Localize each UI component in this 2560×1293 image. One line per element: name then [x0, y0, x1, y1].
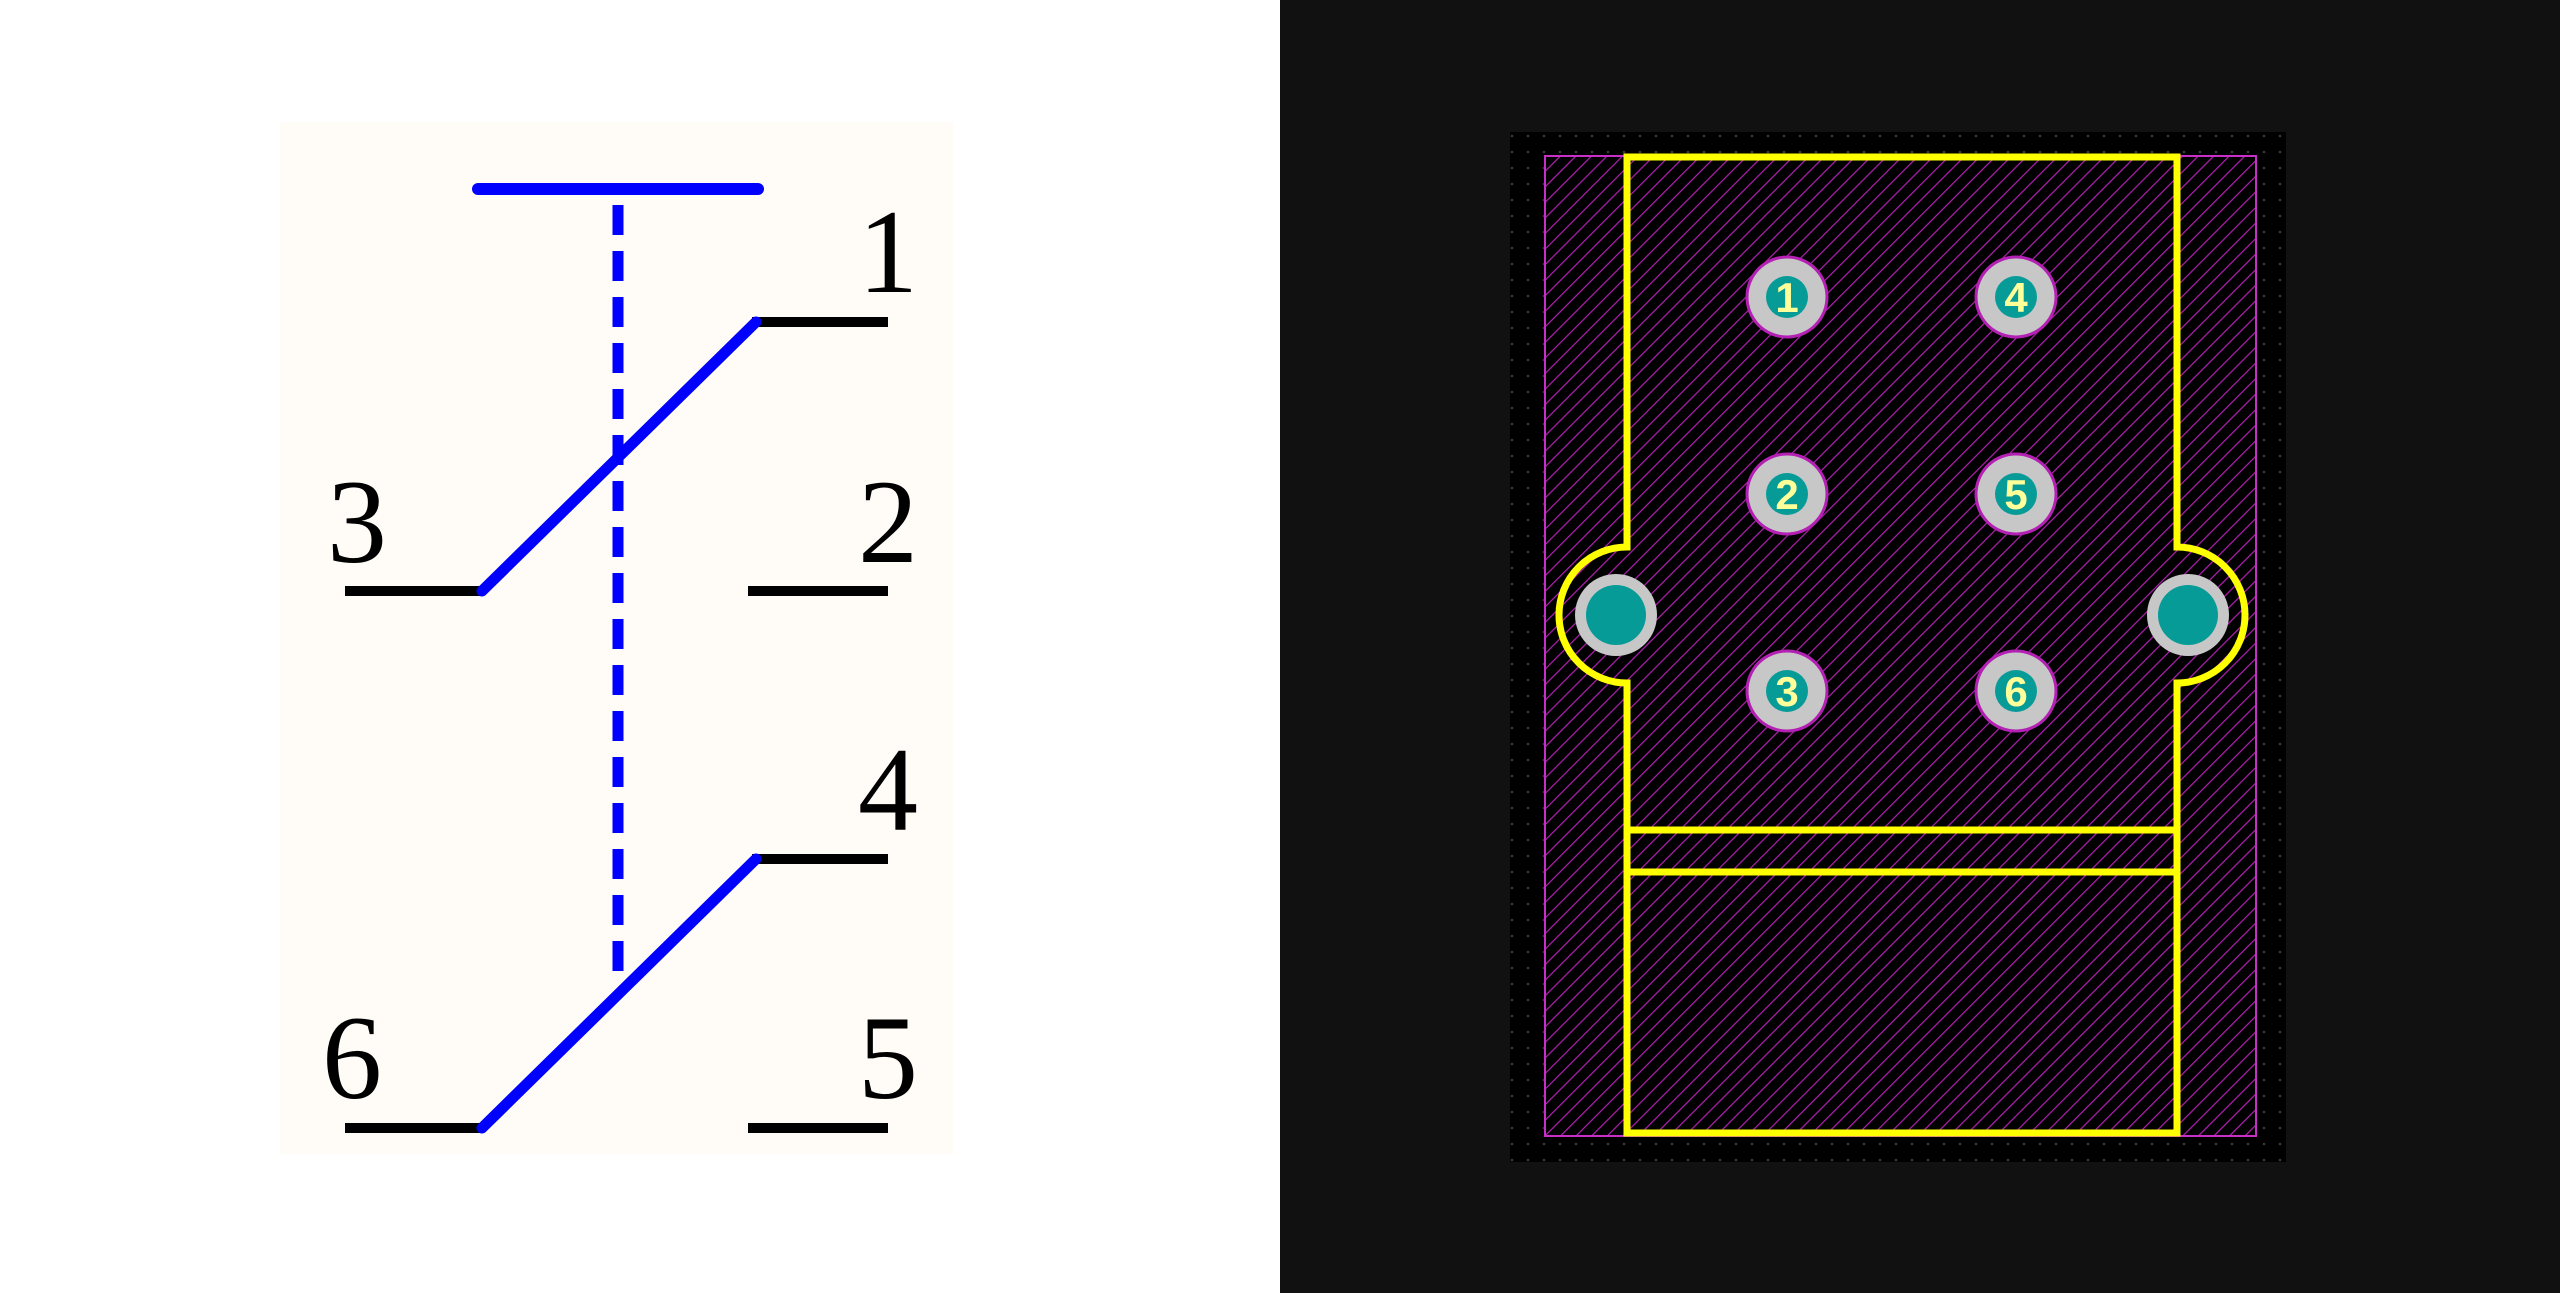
pad-1: 1	[1745, 255, 1829, 339]
pad-1-label: 1	[1775, 274, 1798, 321]
pin-6-number: 6	[322, 991, 382, 1124]
pad-3-label: 3	[1775, 668, 1798, 715]
pin-3-number: 3	[327, 455, 387, 588]
pad-2: 2	[1745, 452, 1829, 536]
schematic-panel: 1 2 3 4 5 6	[322, 183, 918, 1134]
switch-blade-upper	[476, 316, 762, 597]
pin-4-number: 4	[858, 723, 918, 856]
pad-6: 6	[1974, 649, 2058, 733]
pad-2-label: 2	[1775, 471, 1798, 518]
pad-4: 4	[1974, 255, 2058, 339]
pad-3: 3	[1745, 649, 1829, 733]
pad-6-label: 6	[2004, 668, 2027, 715]
schematic-canvas: 1 2 3 4 5 6	[322, 183, 918, 1134]
pad-4-label: 4	[2004, 274, 2028, 321]
switch-blade-lower	[476, 853, 762, 1134]
silkscreen-body-outline	[1555, 153, 2249, 1137]
pin-5-number: 5	[858, 991, 918, 1124]
pin-1-number: 1	[858, 185, 918, 318]
mounting-hole-left	[1575, 574, 1657, 656]
pcb-canvas: 1 2 3 4 5 6	[1280, 0, 2560, 1293]
pad-5-label: 5	[2004, 471, 2027, 518]
pin-2-number: 2	[858, 455, 918, 588]
courtyard-hatched-area	[1544, 155, 2257, 1137]
pcb-panel: 1 2 3 4 5 6	[1280, 0, 2560, 1293]
pad-5: 5	[1974, 452, 2058, 536]
mounting-hole-right	[2147, 574, 2229, 656]
